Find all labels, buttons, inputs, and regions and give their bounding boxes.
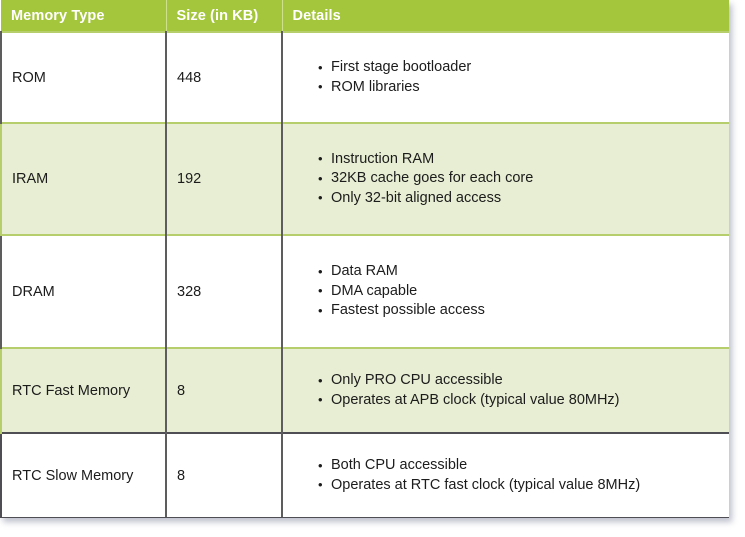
list-item: Both CPU accessible <box>318 456 729 476</box>
list-item: 32KB cache goes for each core <box>318 169 729 189</box>
memory-type-value: IRAM <box>12 171 49 187</box>
list-item: First stage bootloader <box>318 58 729 78</box>
cell-details: First stage bootloader ROM libraries <box>282 31 729 123</box>
list-item: Operates at RTC fast clock (typical valu… <box>318 475 729 496</box>
cell-memory-type: IRAM <box>0 122 167 235</box>
details-list: First stage bootloader ROM libraries <box>283 58 729 97</box>
column-header-details: Details <box>282 0 729 32</box>
details-list: Only PRO CPU accessible Operates at APB … <box>283 371 729 410</box>
cell-size: 328 <box>166 234 283 348</box>
cell-memory-type: RTC Fast Memory <box>0 347 167 433</box>
details-list: Instruction RAM 32KB cache goes for each… <box>283 149 729 209</box>
table-header: Memory Type Size (in KB) Details <box>1 0 729 32</box>
table-row: RTC Slow Memory 8 Both CPU accessible Op… <box>0 432 729 518</box>
memory-type-value: RTC Fast Memory <box>12 382 131 399</box>
size-value: 8 <box>177 382 186 399</box>
memory-type-value: RTC Slow Memory <box>12 467 134 484</box>
memory-type-value: DRAM <box>12 283 55 300</box>
table-row: DRAM 328 Data RAM DMA capable Fastest po… <box>0 234 729 348</box>
size-value: 192 <box>177 171 202 187</box>
cell-details: Both CPU accessible Operates at RTC fast… <box>282 432 729 518</box>
cell-details: Instruction RAM 32KB cache goes for each… <box>282 122 729 235</box>
list-item: ROM libraries <box>318 77 729 98</box>
cell-size: 192 <box>166 122 283 235</box>
table-row: RTC Fast Memory 8 Only PRO CPU accessibl… <box>0 347 729 433</box>
list-item: DMA capable <box>318 281 729 302</box>
memory-type-value: ROM <box>12 69 46 86</box>
cell-memory-type: DRAM <box>0 234 167 348</box>
memory-layout-table: Memory Type Size (in KB) Details ROM 448… <box>0 0 729 518</box>
table-body: ROM 448 First stage bootloader ROM libra… <box>0 31 729 518</box>
list-item: Operates at APB clock (typical value 80M… <box>318 390 729 411</box>
memory-table-container: Memory Type Size (in KB) Details ROM 448… <box>0 0 729 518</box>
size-value: 328 <box>177 283 202 300</box>
cell-details: Data RAM DMA capable Fastest possible ac… <box>282 234 729 348</box>
details-list: Both CPU accessible Operates at RTC fast… <box>283 456 729 495</box>
cell-size: 448 <box>166 31 283 123</box>
list-item: Only 32-bit aligned access <box>318 188 729 209</box>
size-value: 8 <box>177 467 186 484</box>
table-row: ROM 448 First stage bootloader ROM libra… <box>0 31 729 123</box>
table-row: IRAM 192 Instruction RAM 32KB cache goes… <box>0 122 729 235</box>
details-list: Data RAM DMA capable Fastest possible ac… <box>283 262 729 321</box>
list-item: Data RAM <box>318 262 729 282</box>
cell-details: Only PRO CPU accessible Operates at APB … <box>282 347 729 433</box>
list-item: Fastest possible access <box>318 301 729 321</box>
cell-size: 8 <box>166 432 283 518</box>
cell-size: 8 <box>166 347 283 433</box>
list-item: Instruction RAM <box>318 149 729 170</box>
table-header-row: Memory Type Size (in KB) Details <box>1 0 729 32</box>
column-header-size: Size (in KB) <box>166 0 283 32</box>
size-value: 448 <box>177 69 202 86</box>
list-item: Only PRO CPU accessible <box>318 371 729 391</box>
column-header-memory-type: Memory Type <box>1 0 167 32</box>
cell-memory-type: RTC Slow Memory <box>0 432 167 518</box>
cell-memory-type: ROM <box>0 31 167 123</box>
